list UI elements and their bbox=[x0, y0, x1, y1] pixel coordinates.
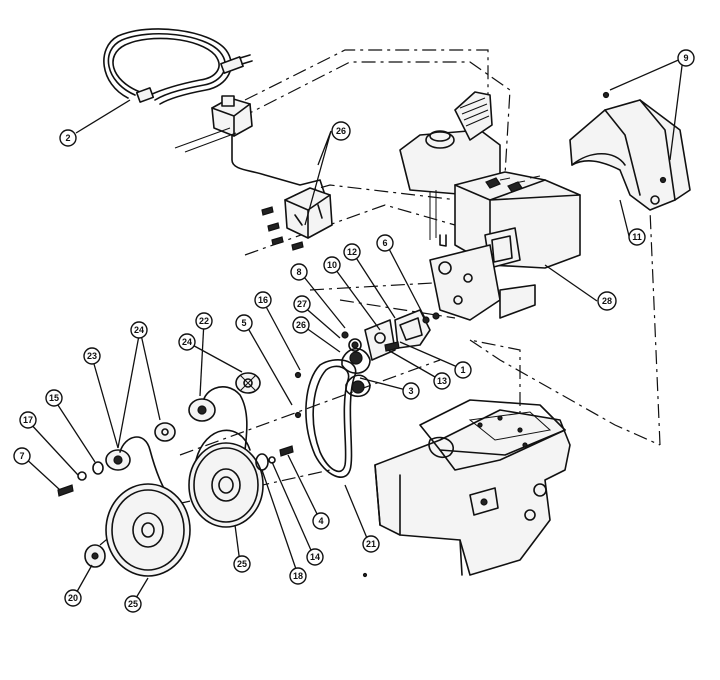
callout-27: 27 bbox=[293, 295, 311, 313]
callout-16: 16 bbox=[254, 291, 272, 309]
svg-text:11: 11 bbox=[632, 232, 642, 242]
svg-text:10: 10 bbox=[327, 260, 337, 270]
callout-26-idler: 26 bbox=[292, 316, 310, 334]
svg-text:18: 18 bbox=[293, 571, 303, 581]
svg-text:24: 24 bbox=[182, 337, 192, 347]
callout-17: 17 bbox=[19, 411, 37, 429]
svg-text:9: 9 bbox=[683, 53, 688, 63]
svg-text:8: 8 bbox=[296, 267, 301, 277]
svg-text:2: 2 bbox=[65, 133, 70, 143]
callout-4: 4 bbox=[312, 512, 330, 530]
svg-text:5: 5 bbox=[241, 318, 246, 328]
svg-text:7: 7 bbox=[19, 451, 24, 461]
callout-21: 21 bbox=[362, 535, 380, 553]
callout-22: 22 bbox=[195, 312, 213, 330]
svg-text:4: 4 bbox=[318, 516, 323, 526]
svg-text:24: 24 bbox=[134, 325, 144, 335]
callout-24-left: 24 bbox=[130, 321, 148, 339]
svg-text:15: 15 bbox=[49, 393, 59, 403]
svg-text:25: 25 bbox=[237, 559, 247, 569]
callout-24-right: 24 bbox=[178, 333, 196, 351]
svg-text:26: 26 bbox=[296, 320, 306, 330]
callout-3: 3 bbox=[402, 382, 420, 400]
svg-text:27: 27 bbox=[297, 299, 307, 309]
callout-12: 12 bbox=[343, 243, 361, 261]
callout-20: 20 bbox=[64, 589, 82, 607]
belt-cover bbox=[569, 91, 691, 211]
callout-5: 5 bbox=[235, 314, 253, 332]
power-cord bbox=[103, 28, 253, 105]
svg-text:17: 17 bbox=[23, 415, 33, 425]
pulley-group-right bbox=[188, 371, 302, 528]
svg-text:12: 12 bbox=[347, 247, 357, 257]
callout-28: 28 bbox=[597, 291, 617, 311]
callout-6: 6 bbox=[376, 234, 394, 252]
callout-7: 7 bbox=[13, 447, 31, 465]
callout-10: 10 bbox=[323, 256, 341, 274]
engine bbox=[399, 91, 581, 321]
frame bbox=[362, 399, 571, 578]
svg-text:22: 22 bbox=[199, 316, 209, 326]
drive-belt-21 bbox=[305, 359, 357, 478]
callout-26-switch: 26 bbox=[331, 121, 351, 141]
callout-1: 1 bbox=[454, 361, 472, 379]
svg-text:13: 13 bbox=[437, 376, 447, 386]
starter-motor bbox=[261, 187, 333, 251]
switch-assembly bbox=[174, 95, 326, 196]
svg-text:23: 23 bbox=[87, 351, 97, 361]
callout-2: 2 bbox=[59, 129, 77, 147]
callout-15: 15 bbox=[45, 389, 63, 407]
leader-lines bbox=[22, 57, 684, 604]
pulley-group-left bbox=[57, 422, 191, 577]
callout-18: 18 bbox=[289, 567, 307, 585]
callout-13: 13 bbox=[433, 372, 451, 390]
idler-brackets bbox=[341, 309, 440, 398]
callout-9: 9 bbox=[677, 49, 695, 67]
svg-text:16: 16 bbox=[258, 295, 268, 305]
svg-text:25: 25 bbox=[128, 599, 138, 609]
svg-text:26: 26 bbox=[336, 126, 346, 136]
callout-25-left: 25 bbox=[124, 595, 142, 613]
callouts: 2 26 9 11 28 6 12 10 8 16 27 26 5 22 24 … bbox=[13, 49, 695, 613]
callout-23: 23 bbox=[83, 347, 101, 365]
svg-text:21: 21 bbox=[366, 539, 376, 549]
callout-11: 11 bbox=[628, 228, 646, 246]
svg-text:3: 3 bbox=[408, 386, 413, 396]
svg-text:14: 14 bbox=[310, 552, 320, 562]
svg-text:1: 1 bbox=[460, 365, 465, 375]
svg-text:28: 28 bbox=[602, 296, 612, 306]
svg-text:20: 20 bbox=[68, 593, 78, 603]
svg-text:6: 6 bbox=[382, 238, 387, 248]
callout-14: 14 bbox=[306, 548, 324, 566]
callout-8: 8 bbox=[290, 263, 308, 281]
callout-25-right: 25 bbox=[233, 555, 251, 573]
